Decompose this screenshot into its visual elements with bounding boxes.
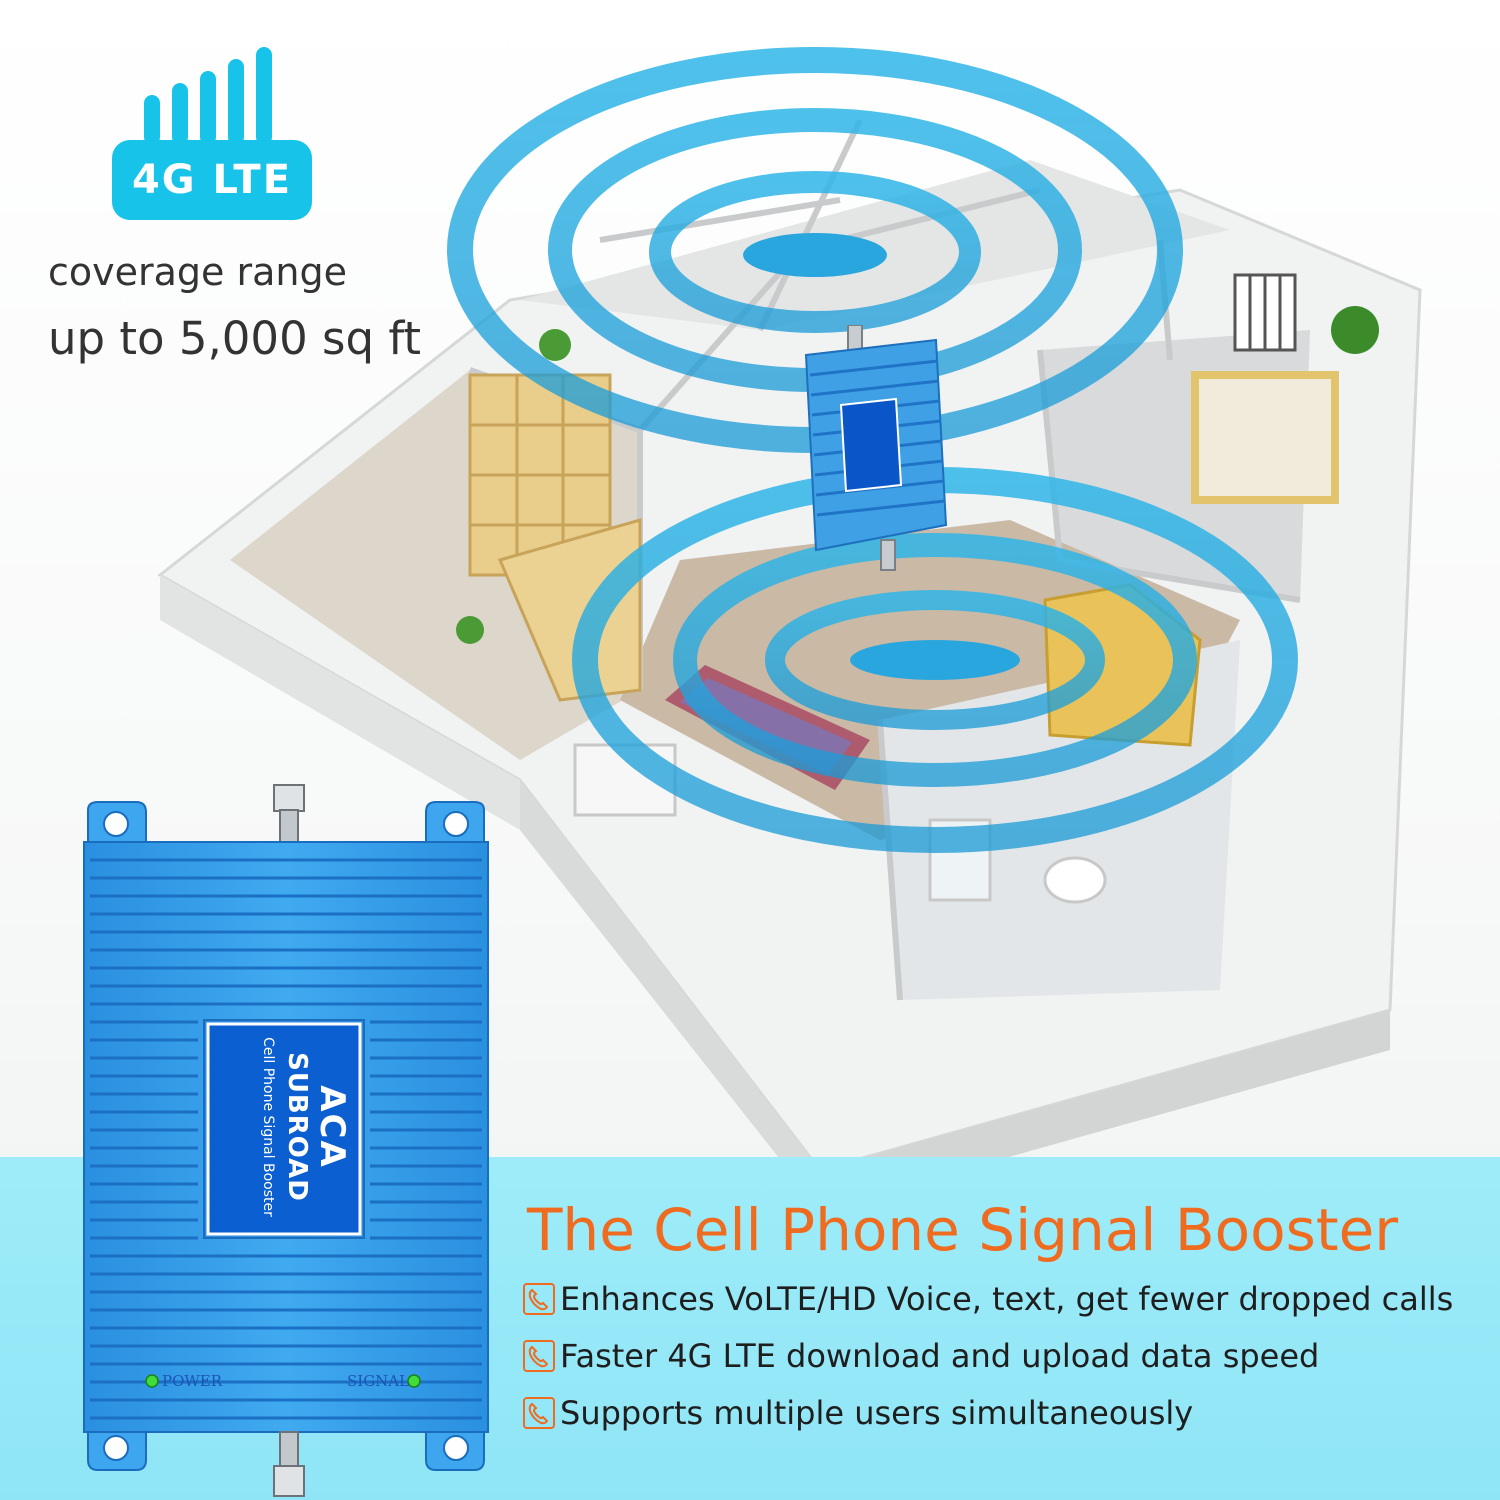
feature-item: Enhances VoLTE/HD Voice, text, get fewer… <box>522 1280 1453 1318</box>
coverage-value: up to 5,000 sq ft <box>48 312 422 365</box>
feature-text: Enhances VoLTE/HD Voice, text, get fewer… <box>560 1280 1454 1318</box>
signal-bars-icon <box>144 47 272 145</box>
device-label-plate: ACA SUBROAD Cell Phone Signal Booster <box>206 1022 360 1232</box>
booster-unit-small <box>804 325 948 571</box>
device-subtitle: Cell Phone Signal Booster <box>260 1037 276 1217</box>
booster-unit-large <box>83 784 489 1497</box>
lte-badge: 4G LTE <box>112 140 312 220</box>
phone-icon <box>523 1397 555 1429</box>
feature-text: Faster 4G LTE download and upload data s… <box>560 1337 1320 1375</box>
phone-icon <box>523 1283 555 1315</box>
power-led-label: POWER <box>162 1372 223 1390</box>
feature-item: Supports multiple users simultaneously <box>522 1394 1193 1432</box>
feature-item: Faster 4G LTE download and upload data s… <box>522 1337 1319 1375</box>
phone-icon <box>523 1340 555 1372</box>
signal-led-label: SIGNAL <box>347 1372 410 1390</box>
brand-name: SUBROAD <box>282 1052 312 1202</box>
brand-logo: ACA <box>312 1085 352 1169</box>
coverage-label: coverage range <box>48 250 347 294</box>
feature-text: Supports multiple users simultaneously <box>560 1394 1194 1432</box>
headline: The Cell Phone Signal Booster <box>527 1196 1399 1264</box>
